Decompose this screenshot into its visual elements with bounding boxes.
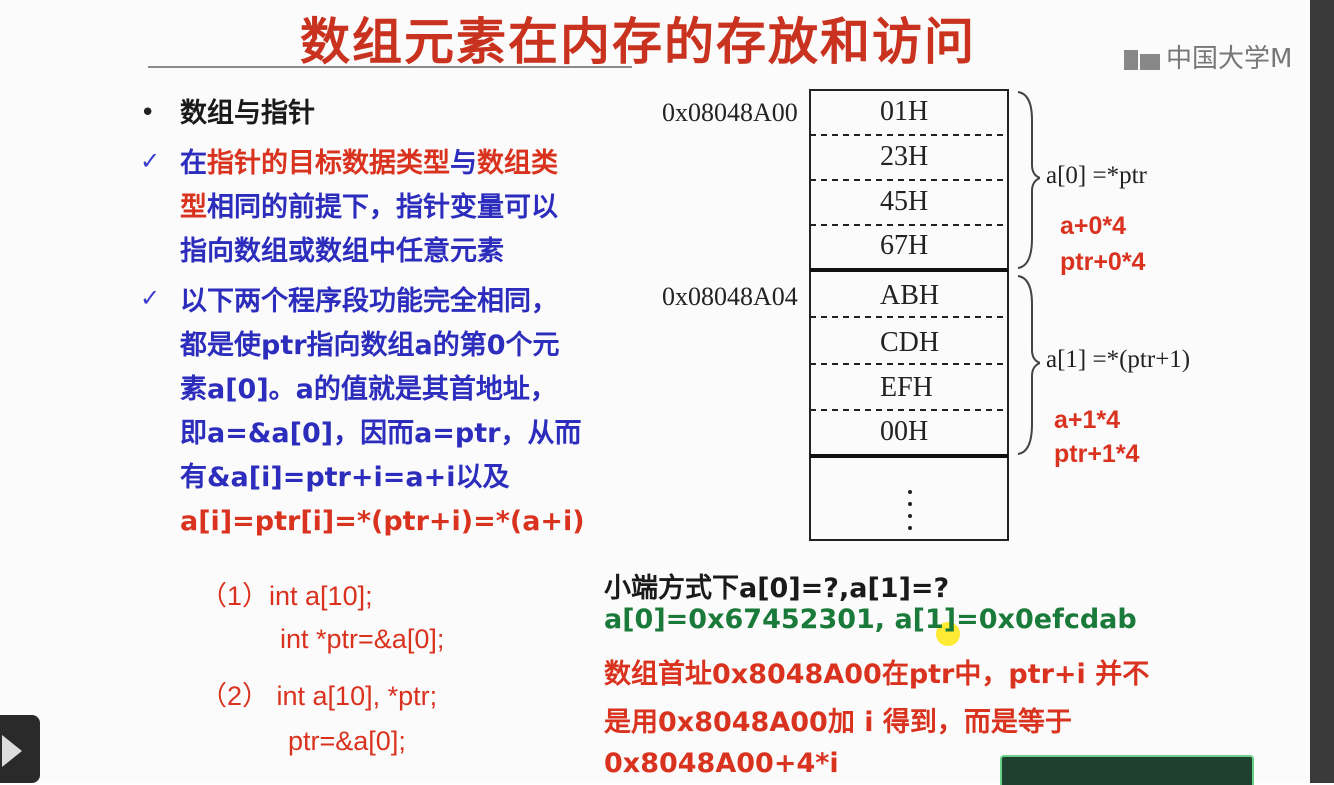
point1-line3: 指向数组或数组中任意元素 — [180, 236, 504, 267]
bullet-dot-icon: • — [140, 98, 156, 128]
title-underline — [148, 66, 632, 68]
note-line-2: 是用0x8048A00加 i 得到，而是等于 — [604, 707, 1072, 738]
ellipsis-dot — [908, 502, 912, 506]
memory-cell: 23H — [880, 141, 929, 172]
ellipsis-dot — [908, 514, 912, 518]
brace-word0 — [1017, 91, 1040, 269]
mooc-logo-icon — [1124, 49, 1160, 70]
calc-a1-a: a+1*4 — [1054, 406, 1121, 434]
point2-line4: 即a=&a[0]，因而a=ptr，从而 — [180, 418, 582, 449]
bottom-overlay-pill[interactable] — [1000, 755, 1254, 785]
bullet-heading: 数组与指针 — [180, 98, 315, 129]
memory-cell: 01H — [880, 96, 929, 127]
memory-cell: ABH — [880, 280, 940, 311]
question-text: 小端方式下a[0]=?,a[1]=? — [604, 573, 950, 604]
point2-line2: 都是使ptr指向数组a的第0个元 — [180, 330, 560, 361]
code-line-1: （1）int a[10]; — [200, 581, 373, 611]
checkmark-icon: ✓ — [140, 147, 161, 175]
memory-block — [809, 89, 1009, 541]
memory-cell: EFH — [880, 372, 933, 403]
calc-a1-ptr: ptr+1*4 — [1054, 440, 1140, 468]
memory-diagram — [809, 89, 1040, 541]
ellipsis-dot — [908, 490, 912, 494]
slide: 数组元素在内存的存放和访问 中国大学M • 数组与指针 ✓ 在指针的目标数据类型… — [140, 13, 1293, 779]
video-play-button[interactable] — [0, 715, 40, 783]
play-icon — [2, 735, 22, 767]
point2-line5: 有&a[i]=ptr+i=a+i以及 — [180, 462, 510, 493]
memory-cell: 00H — [880, 416, 929, 447]
label-a1: a[1] =*(ptr+1) — [1046, 346, 1191, 373]
watermark-text: 中国大学M — [1166, 44, 1293, 74]
memory-cell: CDH — [880, 327, 940, 358]
code-line-2: int *ptr=&a[0]; — [280, 624, 445, 654]
point1-line1: 在指针的目标数据类型与数组类 — [180, 148, 558, 179]
point2-line6: a[i]=ptr[i]=*(ptr+i)=*(a+i) — [180, 506, 585, 537]
point2-line3: 素a[0]。a的值就是其首地址， — [180, 374, 557, 405]
ellipsis-dot — [908, 526, 912, 530]
note-line-3: 0x8048A00+4*i — [604, 748, 839, 779]
answer-text: a[0]=0x67452301, a[1]=0x0efcdab — [604, 604, 1137, 635]
memory-cell: 45H — [880, 186, 929, 217]
slide-title: 数组元素在内存的存放和访问 — [300, 13, 976, 71]
code-line-4: ptr=&a[0]; — [288, 726, 406, 756]
brace-word1 — [1017, 275, 1040, 455]
memory-address-0: 0x08048A00 — [662, 98, 798, 127]
cursor-highlight — [936, 622, 960, 646]
label-a0: a[0] =*ptr — [1046, 162, 1147, 189]
right-scroll-strip — [1310, 0, 1334, 783]
point2-line1: 以下两个程序段功能完全相同， — [180, 286, 558, 317]
watermark: 中国大学M — [1122, 38, 1292, 75]
memory-address-1: 0x08048A04 — [662, 282, 798, 311]
note-line-1: 数组首址0x8048A00在ptr中，ptr+i 并不 — [604, 659, 1150, 690]
memory-cell: 67H — [880, 230, 929, 261]
calc-a0-ptr: ptr+0*4 — [1060, 248, 1146, 276]
point1-line2: 型相同的前提下，指针变量可以 — [180, 192, 558, 223]
checkmark-icon: ✓ — [140, 284, 161, 312]
calc-a0-a: a+0*4 — [1060, 212, 1127, 240]
code-line-3: （2） int a[10], *ptr; — [200, 681, 438, 711]
